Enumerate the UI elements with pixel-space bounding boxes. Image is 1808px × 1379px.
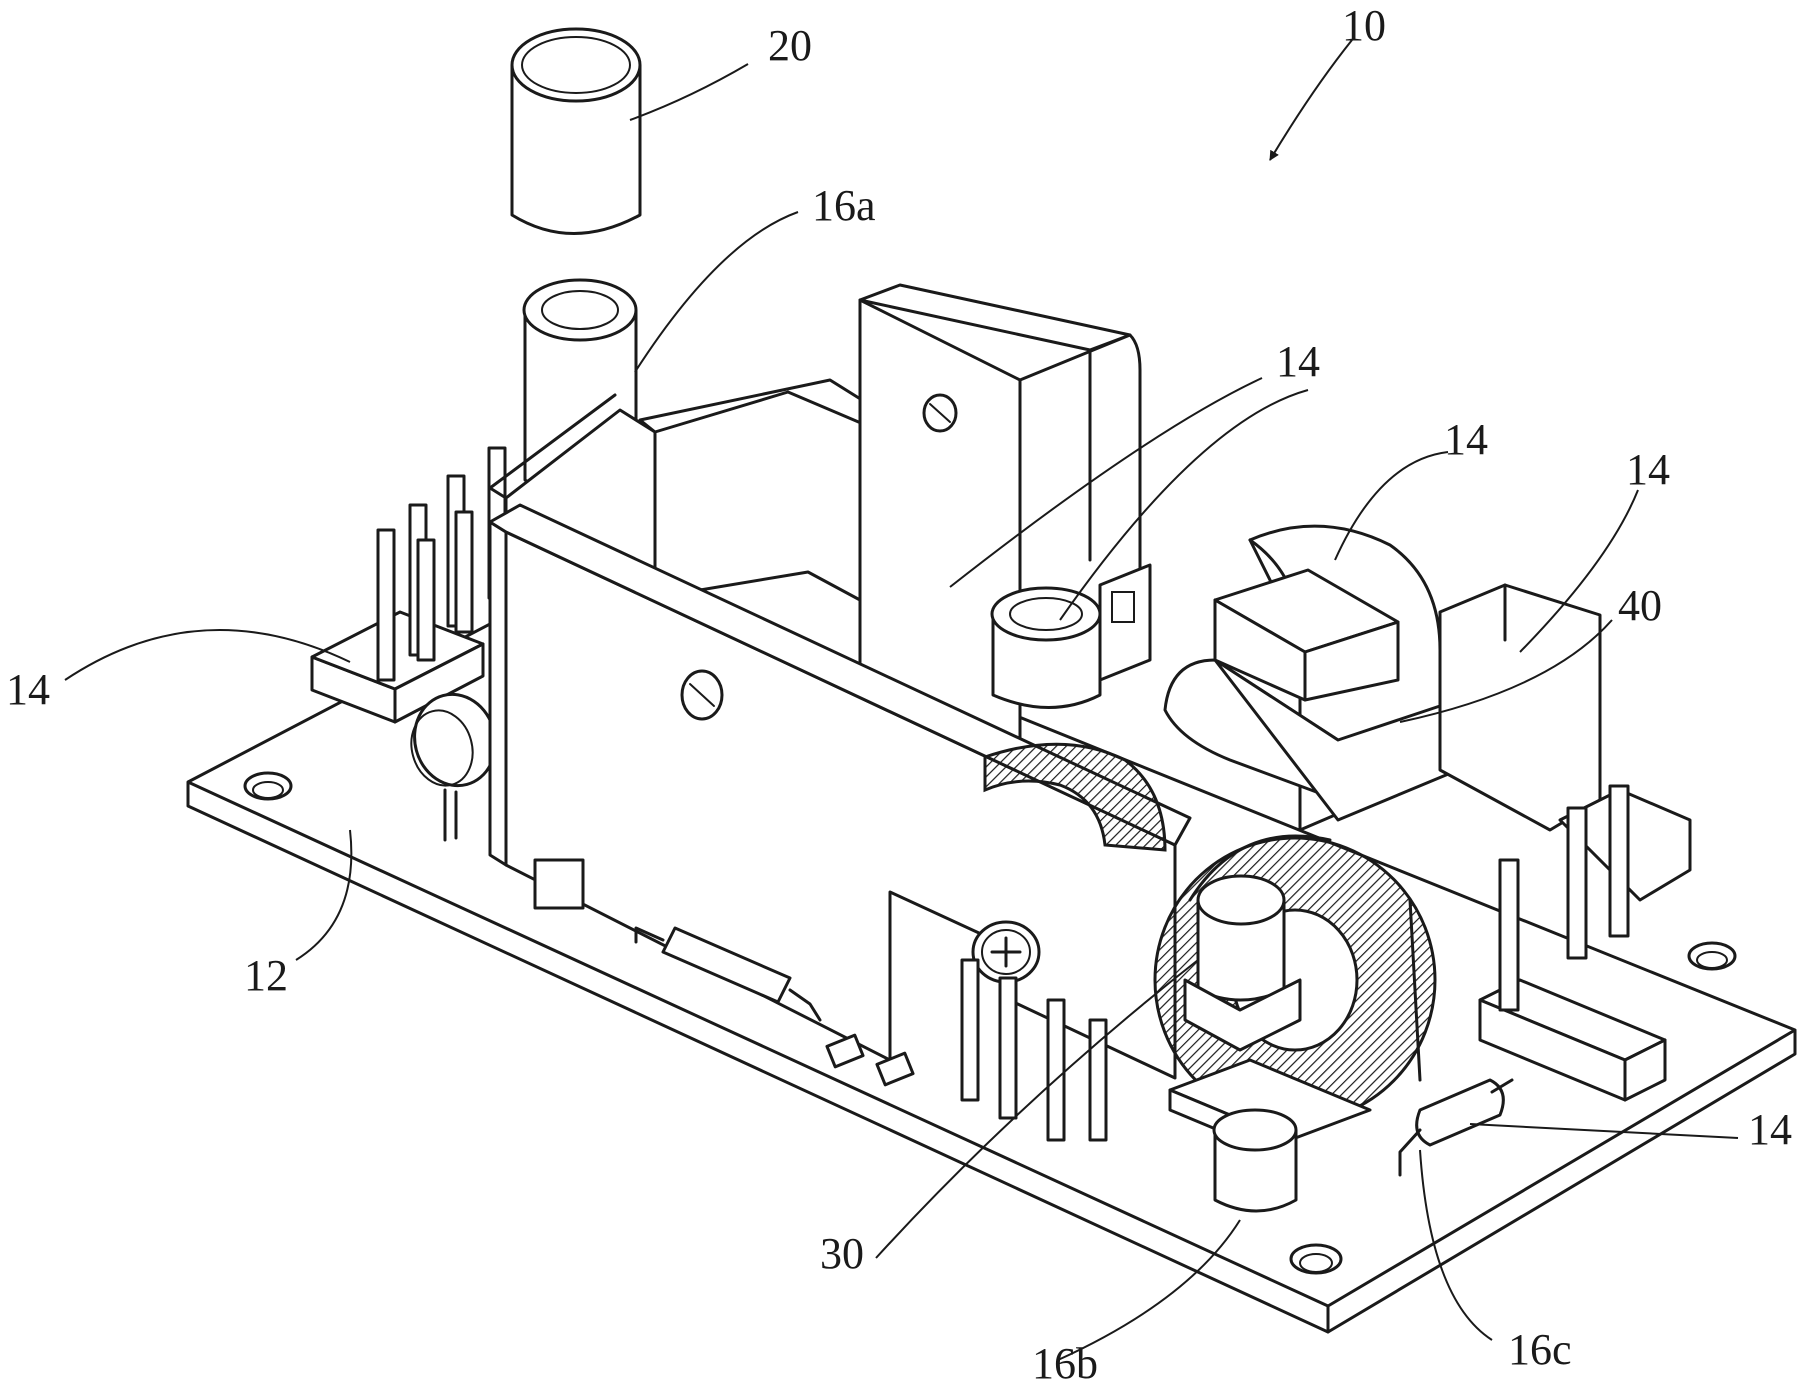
capacitor-16b <box>1214 1110 1296 1211</box>
post-bracket <box>1100 565 1150 680</box>
label-14-drum: 14 <box>1444 415 1488 464</box>
leader-10 <box>1270 40 1352 160</box>
mounting-hole-right <box>1689 943 1735 969</box>
label-14-left: 14 <box>6 665 50 714</box>
sleeve-cover-20 <box>512 29 640 234</box>
leader-14-left <box>65 630 350 680</box>
mounting-hole-left <box>245 773 291 799</box>
label-14-heatsink: 14 <box>1276 337 1320 386</box>
label-16a: 16a <box>812 181 876 230</box>
phillips-screw <box>973 922 1039 982</box>
label-40: 40 <box>1618 581 1662 630</box>
right-connector <box>1480 786 1690 1100</box>
capacitor-on-toroid <box>1185 876 1300 1050</box>
mounting-hole-front <box>1291 1245 1341 1273</box>
label-16c: 16c <box>1508 1325 1572 1374</box>
label-12: 12 <box>244 951 288 1000</box>
leader-16a <box>635 212 798 372</box>
label-20: 20 <box>768 21 812 70</box>
label-16b: 16b <box>1032 1339 1098 1379</box>
label-10: 10 <box>1342 1 1386 50</box>
left-connector <box>312 448 505 722</box>
label-30: 30 <box>820 1229 864 1278</box>
label-14-right: 14 <box>1748 1105 1792 1154</box>
leader-20 <box>630 64 748 120</box>
post-component <box>992 588 1100 708</box>
label-14-block: 14 <box>1626 445 1670 494</box>
